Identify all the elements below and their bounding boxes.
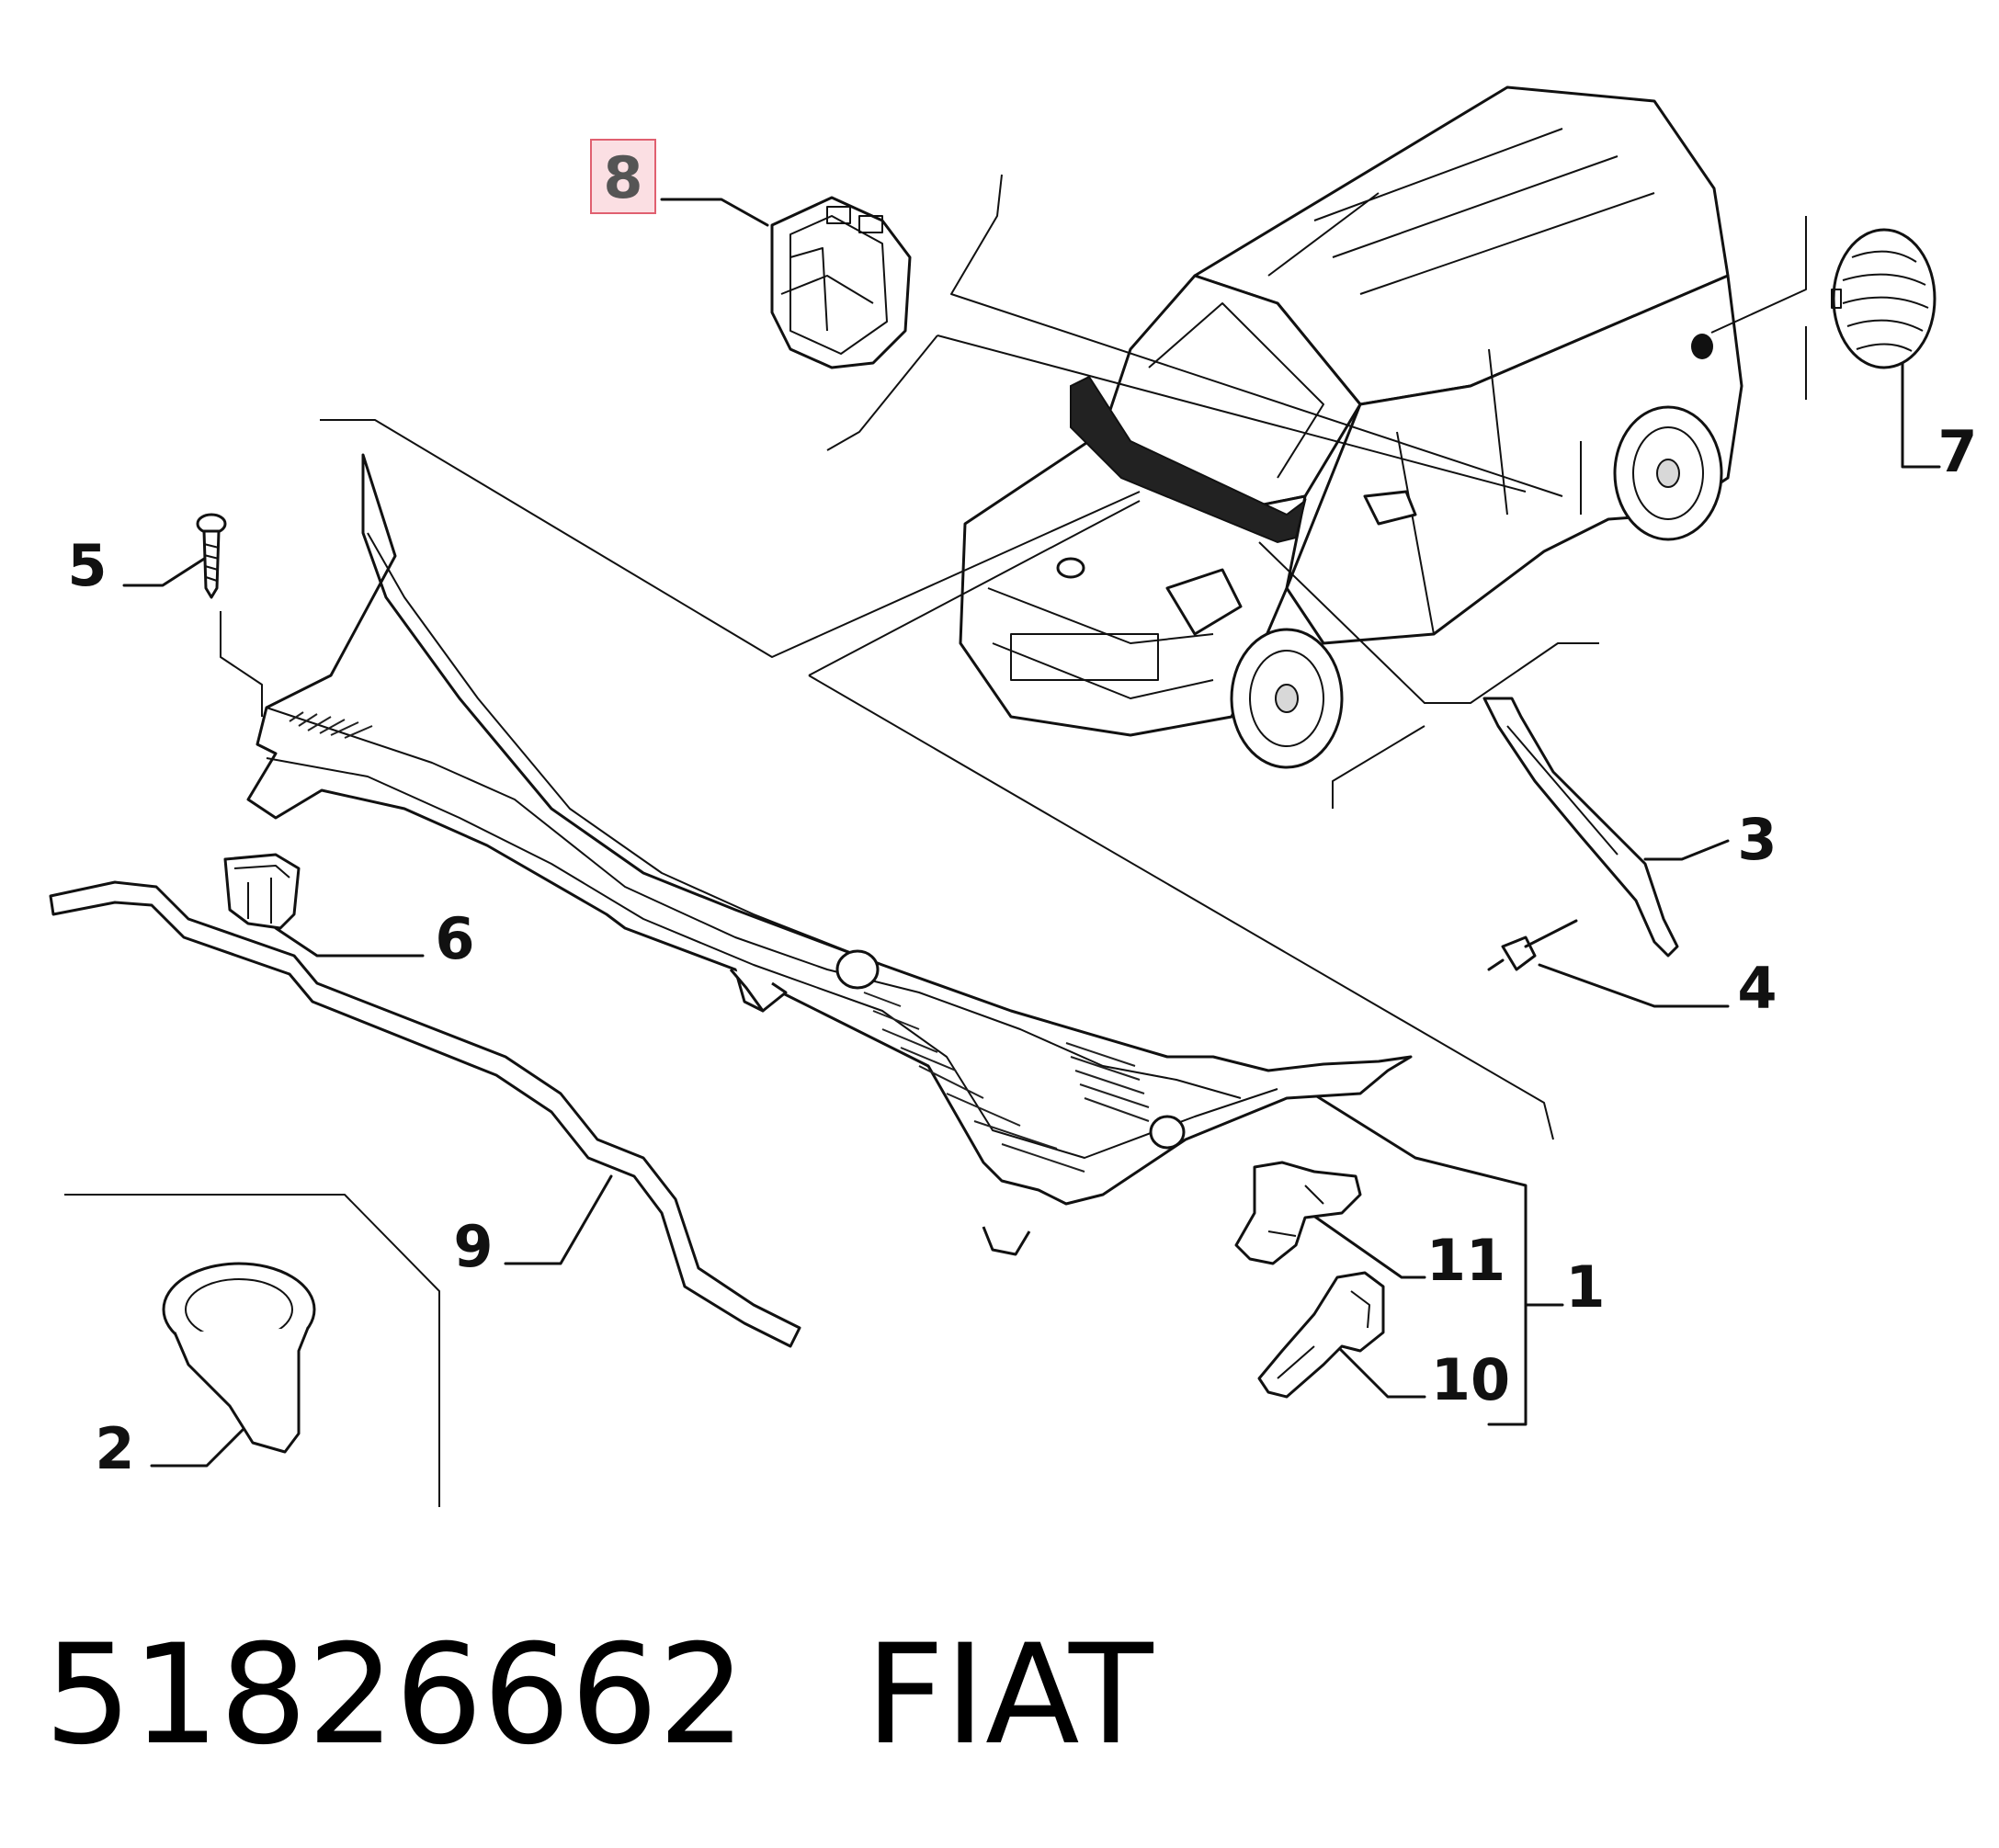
part-9-seal-strip[interactable] [49,880,801,1348]
part-10-hook-clip[interactable] [1257,1271,1385,1399]
callout-8-highlight-box [590,139,656,214]
callout-5: 5 [67,532,107,599]
callout-2: 2 [95,1415,134,1482]
van-illustration [959,85,1743,769]
callout-9: 9 [453,1213,493,1280]
front-wheel [1230,628,1344,769]
callout-8: 8 [603,144,642,211]
part-number: 51826662 [44,1616,746,1775]
callout-labels: 8 5 6 7 3 4 9 2 11 10 1 [67,139,1978,1482]
callout-7: 7 [1937,418,1977,485]
part-11-clip[interactable] [1234,1161,1362,1265]
part-6-clip[interactable] [223,853,301,930]
part-1-cowl-panel[interactable] [246,453,1413,1256]
callout-6: 6 [435,905,474,972]
part-7-grille-cover[interactable] [1831,228,1937,369]
part-8-vent-grille[interactable] [770,196,912,369]
callout-4: 4 [1737,955,1777,1022]
part-4-rivet[interactable] [1487,919,1578,971]
cowl-grille-right [863,992,1150,1173]
part-5-screw[interactable] [196,513,227,599]
cowl-grille-left [289,711,373,739]
brand-name: FIAT [865,1616,1153,1775]
callout-10: 10 [1431,1346,1510,1413]
exploded-parts-diagram: 8 5 6 7 3 4 9 2 11 10 1 [49,85,1978,1507]
callout-1: 1 [1565,1253,1605,1321]
rear-wheel [1613,405,1723,541]
leader-lines [64,174,1941,1507]
part-2-drain-funnel[interactable] [162,1262,316,1454]
fuel-cap-dot [1691,334,1713,359]
callout-11: 11 [1426,1227,1505,1294]
callout-3: 3 [1737,806,1777,873]
part-3-bracket[interactable] [1482,697,1679,958]
